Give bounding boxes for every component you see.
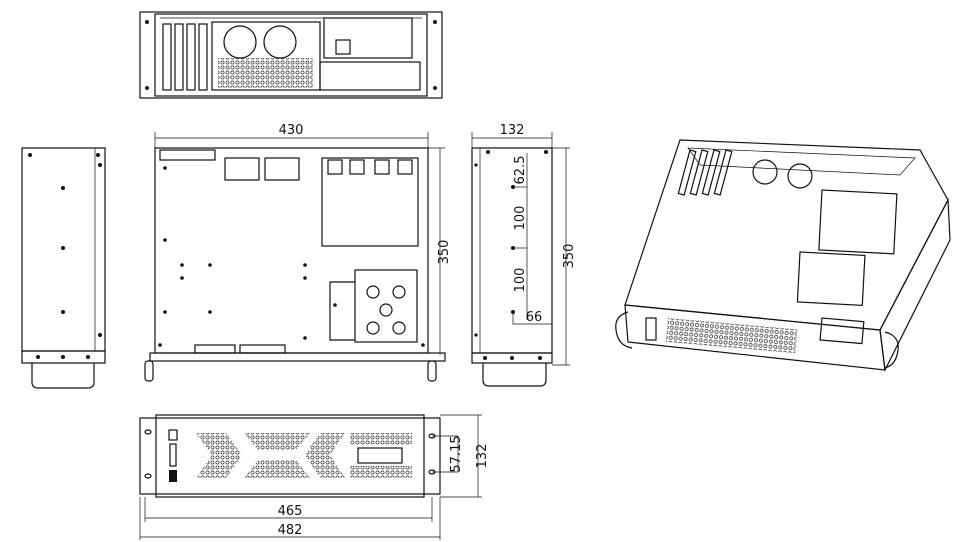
- rear-view: [139, 11, 443, 99]
- dim-side-offset-top: 62.5: [513, 156, 528, 185]
- left-side-view: [21, 147, 106, 389]
- isometric-view: [615, 139, 951, 373]
- dim-side-spacing-2: 100: [513, 268, 528, 293]
- power-button: [168, 429, 178, 441]
- fan-icon: [263, 25, 297, 59]
- top-view: 430 350: [144, 123, 452, 382]
- right-side-view: 132 350 62.5 100 100 66: [471, 123, 577, 387]
- dim-top-depth: 350: [437, 240, 452, 265]
- dim-side-offset-bottom: 66: [526, 310, 543, 325]
- dim-front-height: 132: [475, 444, 490, 469]
- fan-icon: [223, 25, 257, 59]
- lcd-display: [357, 447, 403, 464]
- dim-front-total-width: 482: [278, 523, 303, 538]
- dim-front-inner-width: 465: [278, 504, 303, 519]
- front-view: 57.15 132 465 482: [139, 414, 490, 540]
- dim-side-spacing-1: 100: [513, 206, 528, 231]
- dim-side-depth: 350: [562, 244, 577, 269]
- expansion-slots: [162, 23, 208, 91]
- dim-front-hole-spacing: 57.15: [449, 435, 464, 472]
- power-switch: [335, 39, 351, 55]
- dim-side-width: 132: [500, 123, 525, 138]
- dim-top-width: 430: [279, 123, 304, 138]
